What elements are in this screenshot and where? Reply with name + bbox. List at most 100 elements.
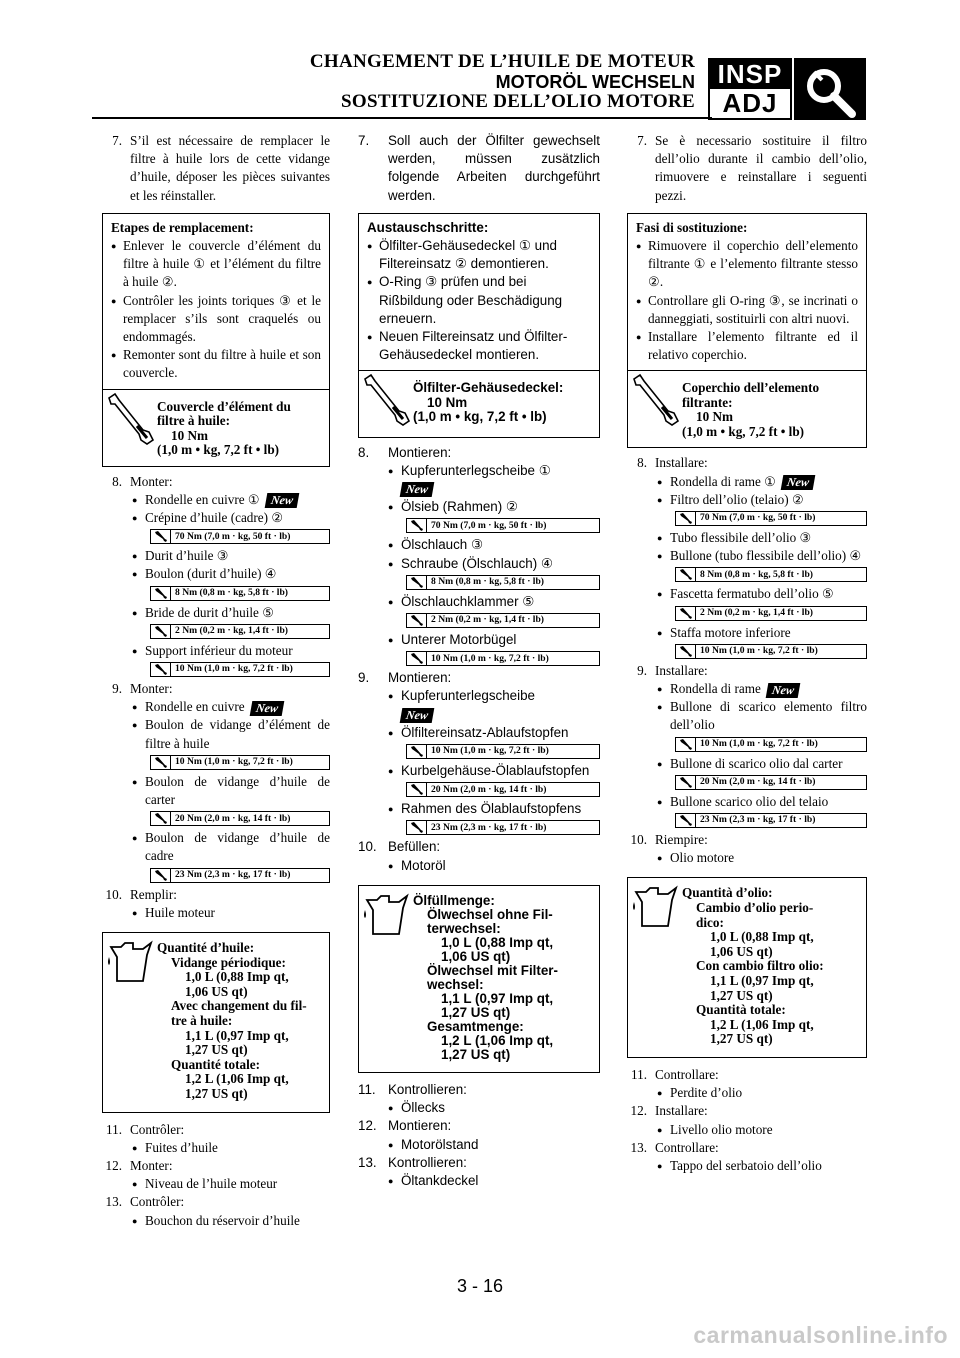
torque-value: 8 Nm (0,8 m · kg, 5,8 ft · lb) (150, 585, 330, 601)
list-item: ●Ölschlauchklammer ⑤ (388, 593, 535, 609)
new-badge: New (780, 475, 816, 491)
fr-replacement-box: Etapes de remplacement: ●Enlever le couv… (102, 212, 330, 467)
torque-wrench-icon (359, 371, 413, 436)
wrench-magnifier-icon (794, 58, 866, 120)
de-oil-quantity-box: Ölfüllmenge: Ölwechsel ohne Fil- terwech… (358, 884, 600, 1073)
torque-value: 70 Nm (7,0 m · kg, 50 ft · lb) (675, 511, 867, 527)
oil-can-icon (359, 886, 413, 1072)
de-torque-spec: Ölfilter-Gehäusedeckel: 10 Nm (1,0 m • k… (359, 370, 599, 436)
torque-value: 10 Nm (1,0 m · kg, 7,2 ft · lb) (406, 744, 600, 760)
torque-wrench-icon (407, 745, 427, 759)
insp-adj-badge: INSP ADJ (708, 58, 792, 120)
list-item: ●Controllare gli O-ring ③, se incrinati … (636, 292, 858, 326)
fr-step-7: 7. S’il est nécessaire de remplacer le f… (112, 133, 330, 203)
list-item: ●Bullone di scarico olio dal carter (657, 755, 843, 771)
header-rule (92, 117, 712, 119)
column-german: 7. Soll auch der Ölfilter gewechselt wer… (358, 132, 600, 1190)
list-item: ●Huile moteur (132, 904, 215, 920)
torque-wrench-icon (151, 663, 171, 677)
list-item: ●Remonter sont du filtre à huile et son … (111, 347, 321, 381)
watermark: carmanualsonline.info (693, 1322, 948, 1348)
torque-value: 2 Nm (0,2 m · kg, 1,4 ft · lb) (406, 613, 600, 629)
fr-torque-spec: Couvercle d’élément du filtre à huile: 1… (103, 388, 329, 466)
list-item: ●Crépine d’huile (cadre) ② (132, 510, 284, 526)
de-step-7: 7. Soll auch der Ölfilter gewechselt wer… (358, 133, 600, 203)
de-step-13: 13.Kontrollieren: (358, 1154, 467, 1170)
title-german: MOTORÖL WECHSELN (495, 72, 695, 92)
list-item: ●Fascetta fermatubo dell’olio ⑤ (657, 586, 834, 602)
torque-value: 70 Nm (7,0 m · kg, 50 ft · lb) (406, 518, 600, 534)
torque-value: 2 Nm (0,2 m · kg, 1,4 ft · lb) (675, 605, 867, 621)
it-step-7: 7. Se è necessario sostituire il filtro … (637, 133, 867, 203)
torque-wrench-icon (676, 606, 696, 620)
list-item: ●Filtro dell’olio (telaio) ② (657, 491, 804, 507)
list-item: ●Contrôler les joints toriques ③ et le r… (111, 292, 321, 345)
list-item: ●Olio motore (657, 850, 735, 866)
it-step-11: 11.Controllare: (631, 1067, 719, 1083)
page-number: 3 - 16 (456, 1276, 504, 1296)
torque-value: 8 Nm (0,8 m · kg, 5,8 ft · lb) (675, 567, 867, 583)
torque-wrench-icon (407, 519, 427, 533)
list-item: ●Enlever le couvercle d’élément du filtr… (111, 238, 321, 290)
torque-wrench-icon (676, 568, 696, 582)
list-item: ●Tappo del serbatoio dell’olio (657, 1158, 822, 1174)
fr-step-12: 12.Monter: (105, 1158, 173, 1174)
list-item: ●Rahmen des Ölablaufstopfens (388, 801, 582, 817)
list-item: ●Neuen Filtereinsatz und Ölfilter-Gehäus… (367, 329, 568, 363)
fr-oil-quantity-box: Quantité d’huile: Vidange périodique: 1,… (102, 932, 330, 1113)
torque-value: 10 Nm (1,0 m · kg, 7,2 ft · lb) (150, 662, 330, 678)
fr-step-13: 13.Contrôler: (105, 1194, 185, 1210)
list-item: ●Livello olio motore (657, 1121, 773, 1137)
torque-wrench-icon (151, 868, 171, 882)
list-item: ●Boulon de vidange d’huile de carter (132, 773, 330, 808)
de-step-9: 9.Montieren: (358, 670, 452, 686)
torque-wrench-icon (407, 652, 427, 666)
torque-wrench-icon (151, 812, 171, 826)
new-badge: New (399, 707, 435, 723)
torque-wrench-icon (676, 737, 696, 751)
torque-wrench-icon (676, 512, 696, 526)
list-item: ●Tubo flessibile dell’olio ③ (657, 530, 812, 546)
list-item: ●Rimuovere il coperchio dell’elemento fi… (636, 238, 858, 290)
torque-value: 23 Nm (2,3 m · kg, 17 ft · lb) (150, 867, 330, 883)
de-step-8: 8.Montieren: (358, 444, 452, 460)
list-item: ●Bullone scarico olio del telaio (657, 793, 829, 809)
it-step-13: 13.Controllare: (630, 1139, 719, 1155)
list-item: ●Unterer Motorbügel (388, 632, 517, 648)
de-step-11: 11.Kontrollieren: (358, 1081, 467, 1097)
torque-wrench-icon (407, 783, 427, 797)
torque-wrench-icon (676, 644, 696, 658)
de-step-12: 12.Montieren: (358, 1118, 452, 1134)
list-item: ●Perdite d’olio (657, 1085, 743, 1101)
torque-value: 23 Nm (2,3 m · kg, 17 ft · lb) (675, 813, 867, 829)
list-item: ●Fuites d’huile (132, 1139, 218, 1155)
torque-value: 20 Nm (2,0 m · kg, 14 ft · lb) (406, 782, 600, 798)
torque-value: 10 Nm (1,0 m · kg, 7,2 ft · lb) (406, 651, 600, 667)
list-item: ●Öllecks (388, 1100, 445, 1116)
fr-step-8: 8.Monter: (112, 473, 173, 489)
list-item: ●O-Ring ③ prüfen und bei Rißbildung oder… (367, 274, 563, 326)
badge-adj: ADJ (722, 88, 778, 118)
torque-value: 20 Nm (2,0 m · kg, 14 ft · lb) (675, 774, 867, 790)
list-item: ●Boulon de vidange d’huile de cadre (132, 830, 330, 864)
title-italian: SOSTITUZIONE DELL’OLIO MOTORE (341, 91, 695, 112)
it-step-12: 12.Installare: (630, 1103, 708, 1119)
torque-value: 2 Nm (0,2 m · kg, 1,4 ft · lb) (150, 623, 330, 639)
list-item: ●Durit d’huile ③ (132, 548, 229, 564)
list-item: ●Bullone (tubo flessibile dell’olio) ④ (657, 548, 862, 564)
list-item: ●Boulon (durit d’huile) ④ (132, 566, 277, 582)
list-item: ●Installare l’elemento filtrante ed il r… (636, 329, 858, 363)
column-french: 7. S’il est nécessaire de remplacer le f… (102, 132, 330, 1230)
torque-wrench-icon (151, 586, 171, 600)
list-item: ●Niveau de l’huile moteur (132, 1176, 278, 1192)
list-item: ●Kurbelgehäuse-Ölablaufstopfen (388, 763, 590, 779)
new-badge: New (264, 493, 300, 509)
torque-wrench-icon (628, 371, 682, 447)
torque-wrench-icon (103, 390, 157, 466)
list-item: ●Support inférieur du moteur (132, 642, 293, 658)
